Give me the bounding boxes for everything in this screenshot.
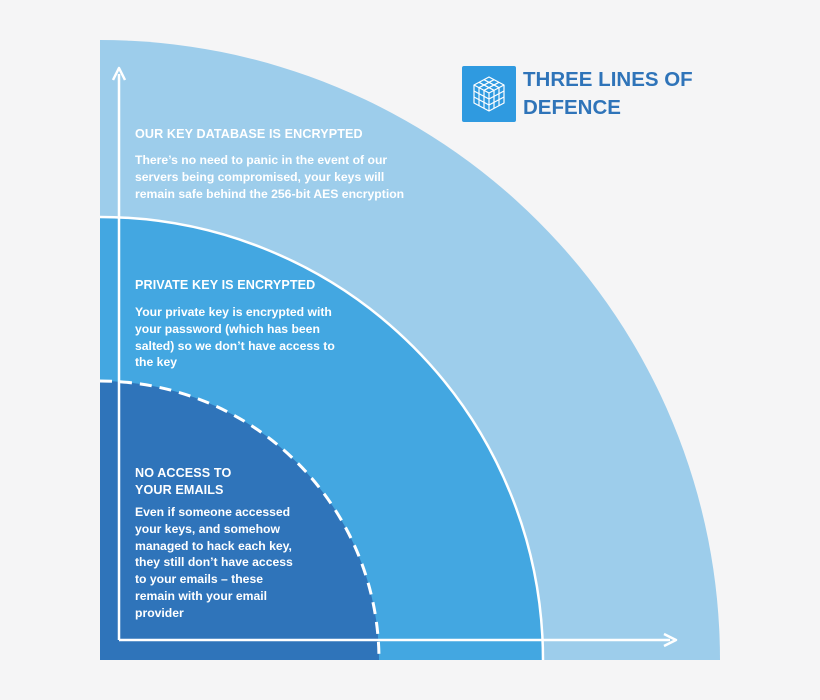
- layer-3-heading: NO ACCESS TO YOUR EMAILS: [135, 466, 232, 497]
- inner-layer: [100, 381, 379, 660]
- diagram-title: THREE LINES OF DEFENCE: [523, 68, 693, 119]
- layer-2-heading: PRIVATE KEY IS ENCRYPTED: [135, 278, 316, 292]
- x-axis-arrowhead: [663, 632, 678, 648]
- outer-boundary-line: [100, 215, 545, 660]
- y-axis-arrowhead: [111, 66, 127, 81]
- layer-3-description: Even if someone accessed your keys, and …: [135, 505, 293, 620]
- layer-1-heading: OUR KEY DATABASE IS ENCRYPTED: [135, 127, 363, 141]
- layer-2-description: Your private key is encrypted with your …: [135, 305, 335, 370]
- inner-dashed-boundary: [100, 379, 381, 660]
- cube-grid-icon: [462, 66, 516, 122]
- layer-1-description: There’s no need to panic in the event of…: [135, 153, 405, 201]
